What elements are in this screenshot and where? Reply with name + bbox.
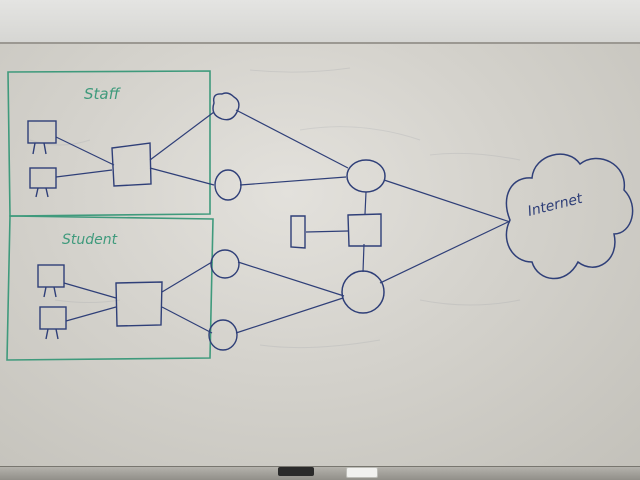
student-router-icon — [208, 319, 238, 351]
segment-boxes — [6, 70, 214, 361]
staff-segment-box — [7, 70, 211, 217]
black-marker — [278, 467, 314, 476]
wall — [0, 0, 640, 42]
student-computer-icon — [39, 306, 67, 340]
white-eraser — [346, 467, 378, 478]
staff-router-icon — [214, 169, 242, 201]
student-computer-icon — [37, 264, 65, 298]
internet-cloud-icon — [505, 153, 634, 280]
student-label: Student — [62, 232, 118, 248]
staff-switch-icon — [111, 142, 152, 187]
staff-label: Staff — [84, 85, 122, 103]
server-switch-icon — [347, 213, 382, 247]
staff-computer-icon — [29, 167, 57, 198]
whiteboard — [0, 42, 640, 470]
internet-label: Internet — [526, 191, 585, 220]
staff-computer-icon — [27, 120, 57, 155]
core-router-bottom-icon — [341, 270, 385, 314]
connection-lines — [55, 109, 511, 334]
staff-router-icon — [212, 92, 240, 121]
student-segment-box — [6, 215, 214, 361]
marker-tray — [0, 466, 640, 480]
erased-marks — [29, 67, 521, 349]
server-icon — [290, 215, 306, 249]
core-router-top-icon — [346, 159, 386, 193]
student-switch-icon — [115, 281, 163, 327]
student-router-icon — [210, 249, 240, 279]
